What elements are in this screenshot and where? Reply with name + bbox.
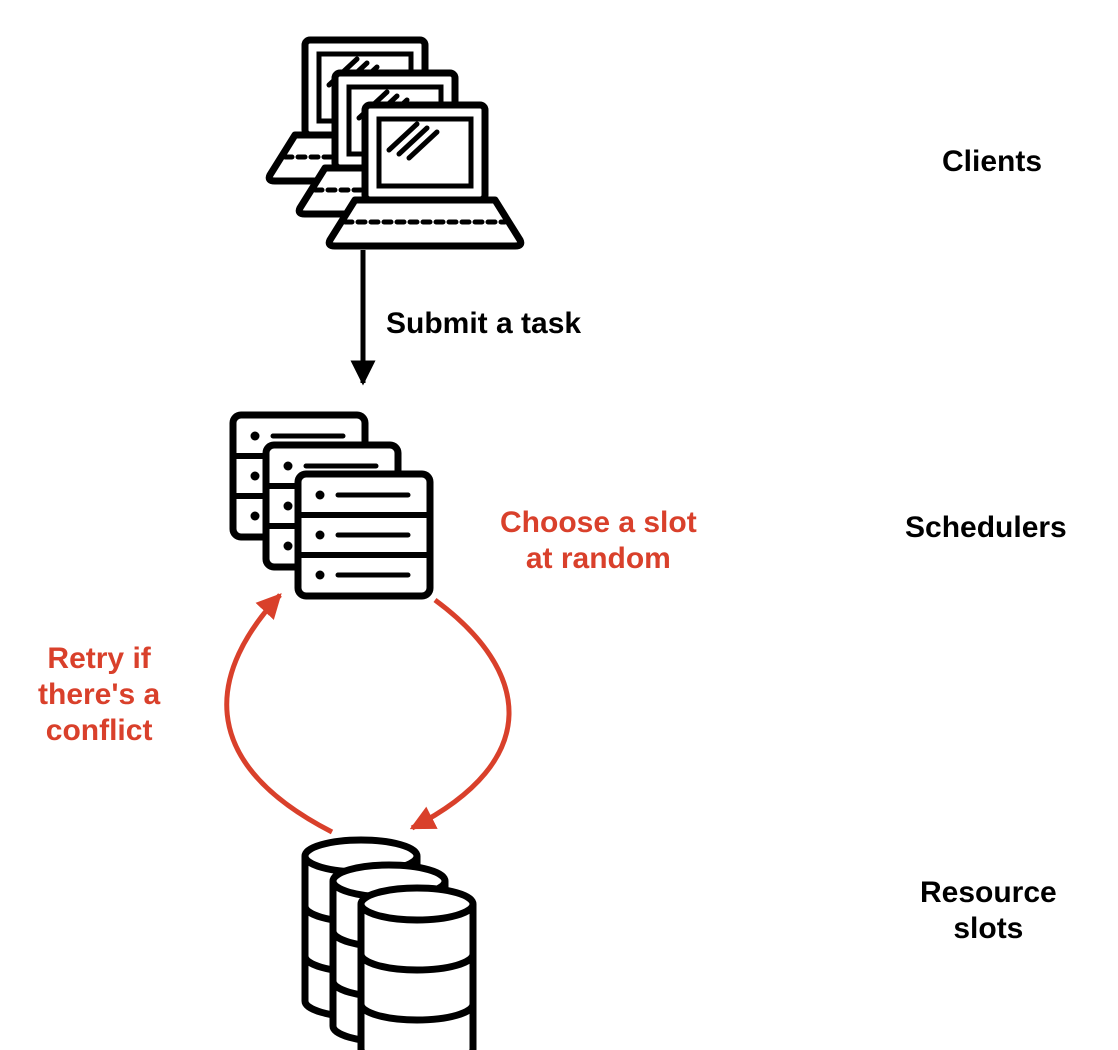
resource-slots-line-1: Resource — [920, 876, 1057, 909]
retry-line-2: there's a — [38, 678, 161, 711]
server-icon — [233, 415, 430, 596]
database-icon — [305, 840, 473, 1050]
retry-line-3: conflict — [45, 714, 153, 747]
resource-slots-label: Resource slots — [920, 875, 1057, 947]
schedulers-label: Schedulers — [905, 511, 1067, 544]
choose-slot-label: Choose a slot at random — [500, 505, 697, 577]
choose-slot-line-2: at random — [525, 542, 671, 575]
choose-slot-line-1: Choose a slot — [500, 506, 697, 539]
retry-arrow — [224, 593, 334, 835]
submit-task-label: Submit a task — [386, 307, 582, 340]
retry-line-1: Retry if — [47, 642, 151, 675]
clients-label: Clients — [942, 145, 1043, 178]
laptop-icon — [269, 40, 521, 246]
retry-label: Retry if there's a conflict — [38, 641, 160, 749]
resource-slots-line-2: slots — [953, 912, 1024, 945]
choose-slot-arrow — [409, 597, 512, 831]
